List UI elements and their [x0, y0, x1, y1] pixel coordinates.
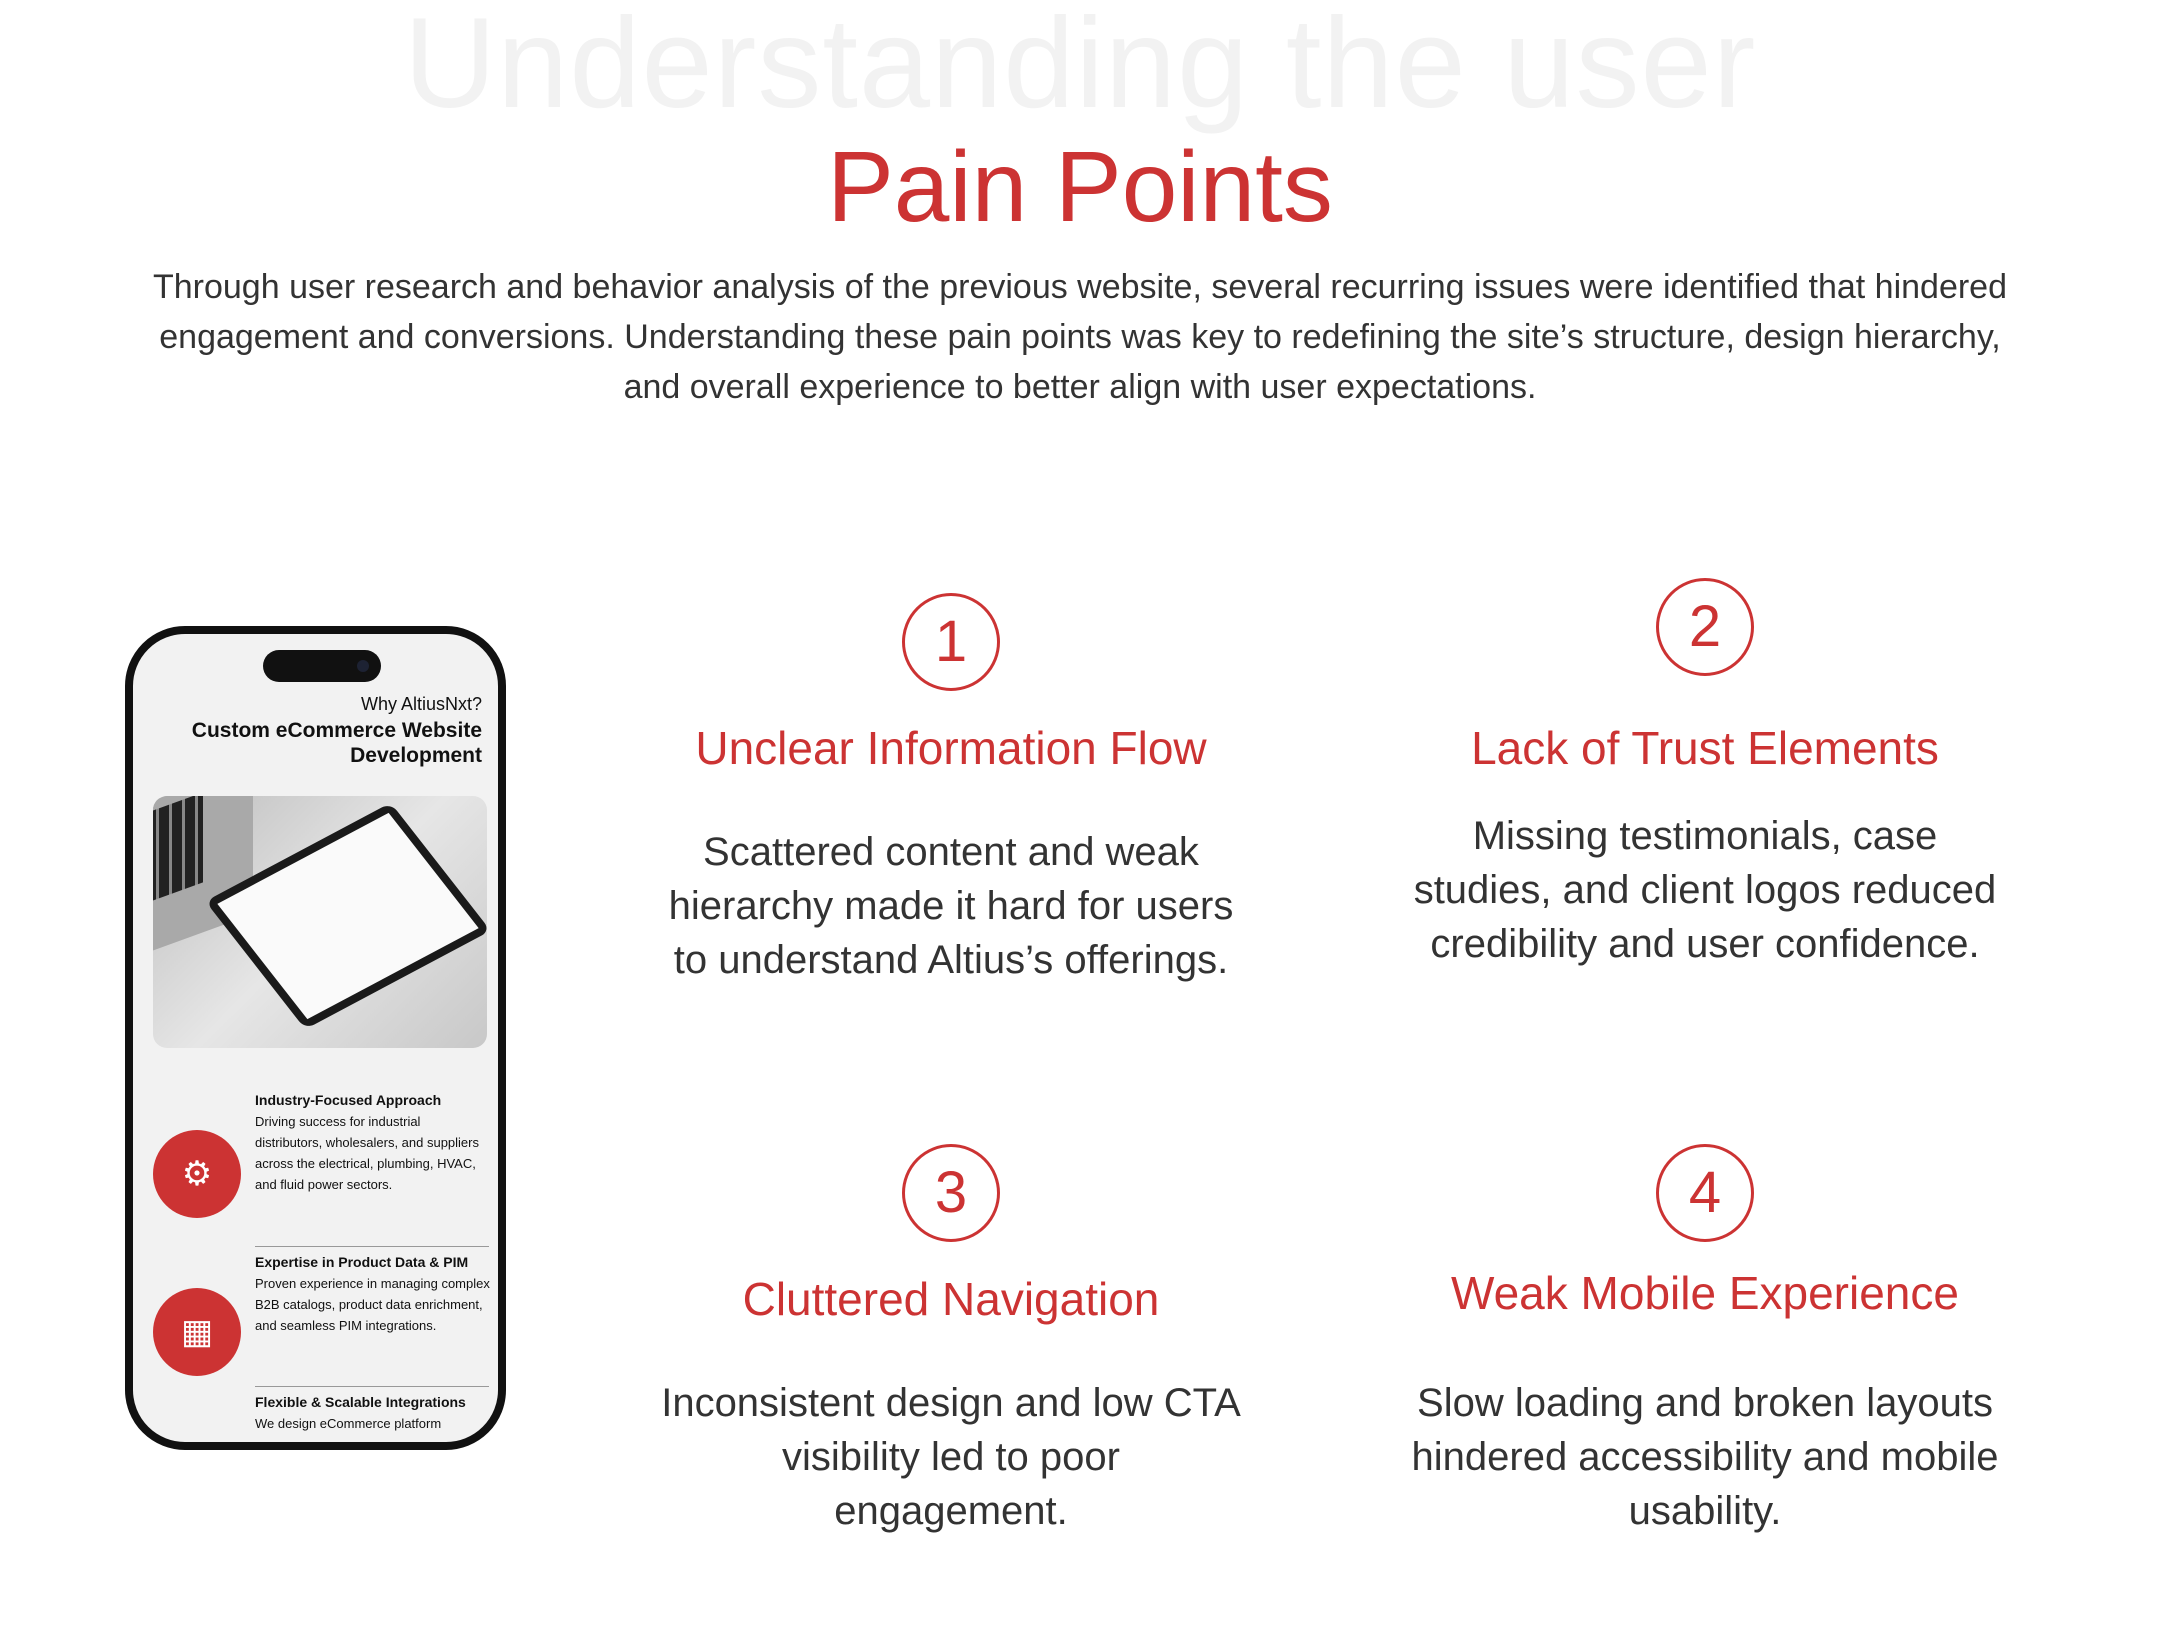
pain-point-text: Slow loading and broken layouts hindered… — [1411, 1381, 1999, 1533]
number-badge: 1 — [902, 593, 1000, 691]
pain-point-card: 4 Weak Mobile Experience Slow loading an… — [1355, 1144, 2055, 1538]
phone-eyebrow: Why AltiusNxt? — [360, 694, 482, 714]
pain-point-title: Unclear Information Flow — [695, 722, 1207, 774]
pain-point-text: Missing testimonials, case studies, and … — [1413, 814, 1997, 966]
pain-point-title: Cluttered Navigation — [742, 1273, 1160, 1325]
camera-icon — [357, 660, 369, 672]
number-badge: 2 — [1656, 578, 1754, 676]
dynamic-island — [263, 650, 381, 682]
divider — [255, 1246, 489, 1247]
feature-title: Expertise in Product Data & PIM — [255, 1254, 469, 1270]
phone-mockup: Why AltiusNxt? Custom eCommerce Website … — [125, 626, 506, 1450]
feature-item: ⚙ Flexible & Scalable Integrations We des… — [153, 1392, 493, 1450]
pain-point-text: Inconsistent design and low CTA visibili… — [661, 1381, 1241, 1533]
feature-text: Driving success for industrial distribut… — [255, 1114, 479, 1192]
number-badge: 4 — [1656, 1144, 1754, 1242]
feature-text: Proven experience in managing complex B2… — [255, 1276, 490, 1333]
intro-paragraph: Through user research and behavior analy… — [152, 268, 2007, 406]
feature-text: We design eCommerce platform — [255, 1416, 442, 1431]
gear-icon: ⚙ — [153, 1130, 241, 1218]
feature-title: Industry-Focused Approach — [255, 1092, 442, 1108]
pain-point-title: Weak Mobile Experience — [1451, 1267, 1959, 1319]
phone-title: Custom eCommerce Website Development — [191, 719, 482, 767]
pain-point-card: 1 Unclear Information Flow Scattered con… — [601, 593, 1301, 987]
background-title: Understanding the user — [403, 0, 1757, 135]
gear-icon: ⚙ — [153, 1442, 241, 1450]
feature-title: Flexible & Scalable Integrations — [255, 1394, 466, 1410]
number-badge: 3 — [902, 1144, 1000, 1242]
monitor-icon: ▦ — [153, 1288, 241, 1376]
divider — [255, 1386, 489, 1387]
pain-point-title: Lack of Trust Elements — [1471, 722, 1939, 774]
pain-point-card: 3 Cluttered Navigation Inconsistent desi… — [601, 1144, 1301, 1538]
hero-image — [153, 796, 487, 1048]
pain-point-text: Scattered content and weak hierarchy mad… — [668, 830, 1234, 982]
pain-point-card: 2 Lack of Trust Elements Missing testimo… — [1355, 578, 2055, 971]
page-title: Pain Points — [827, 131, 1333, 243]
feature-item: ▦ Expertise in Product Data & PIM Proven … — [153, 1252, 493, 1376]
